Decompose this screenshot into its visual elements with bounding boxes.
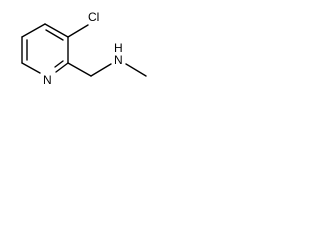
atom-label-amine-n: N bbox=[114, 53, 123, 67]
atom-label-amine-h: H bbox=[114, 41, 123, 55]
atom-label-cl: Cl bbox=[88, 10, 99, 24]
ring-bond-c3-c4-outer bbox=[44, 23, 69, 38]
bond-c3-cl bbox=[67, 24, 89, 38]
ring-double-bond-n1-c2-inner bbox=[54, 60, 64, 68]
ring-bond-c5-c6 bbox=[21, 62, 41, 74]
bond-c2-ch2 bbox=[67, 62, 92, 77]
chemical-structure-diagram: Cl N N H bbox=[21, 10, 147, 87]
ring-double-bond-c3-c4-inner bbox=[45, 29, 64, 41]
bond-n-ch3 bbox=[125, 63, 147, 77]
ring-bond-n1-c2 bbox=[55, 62, 69, 73]
ring-bond-c3-c4 bbox=[21, 23, 46, 38]
atom-label-ring-n: N bbox=[43, 73, 52, 87]
bond-ch2-n bbox=[90, 63, 112, 77]
